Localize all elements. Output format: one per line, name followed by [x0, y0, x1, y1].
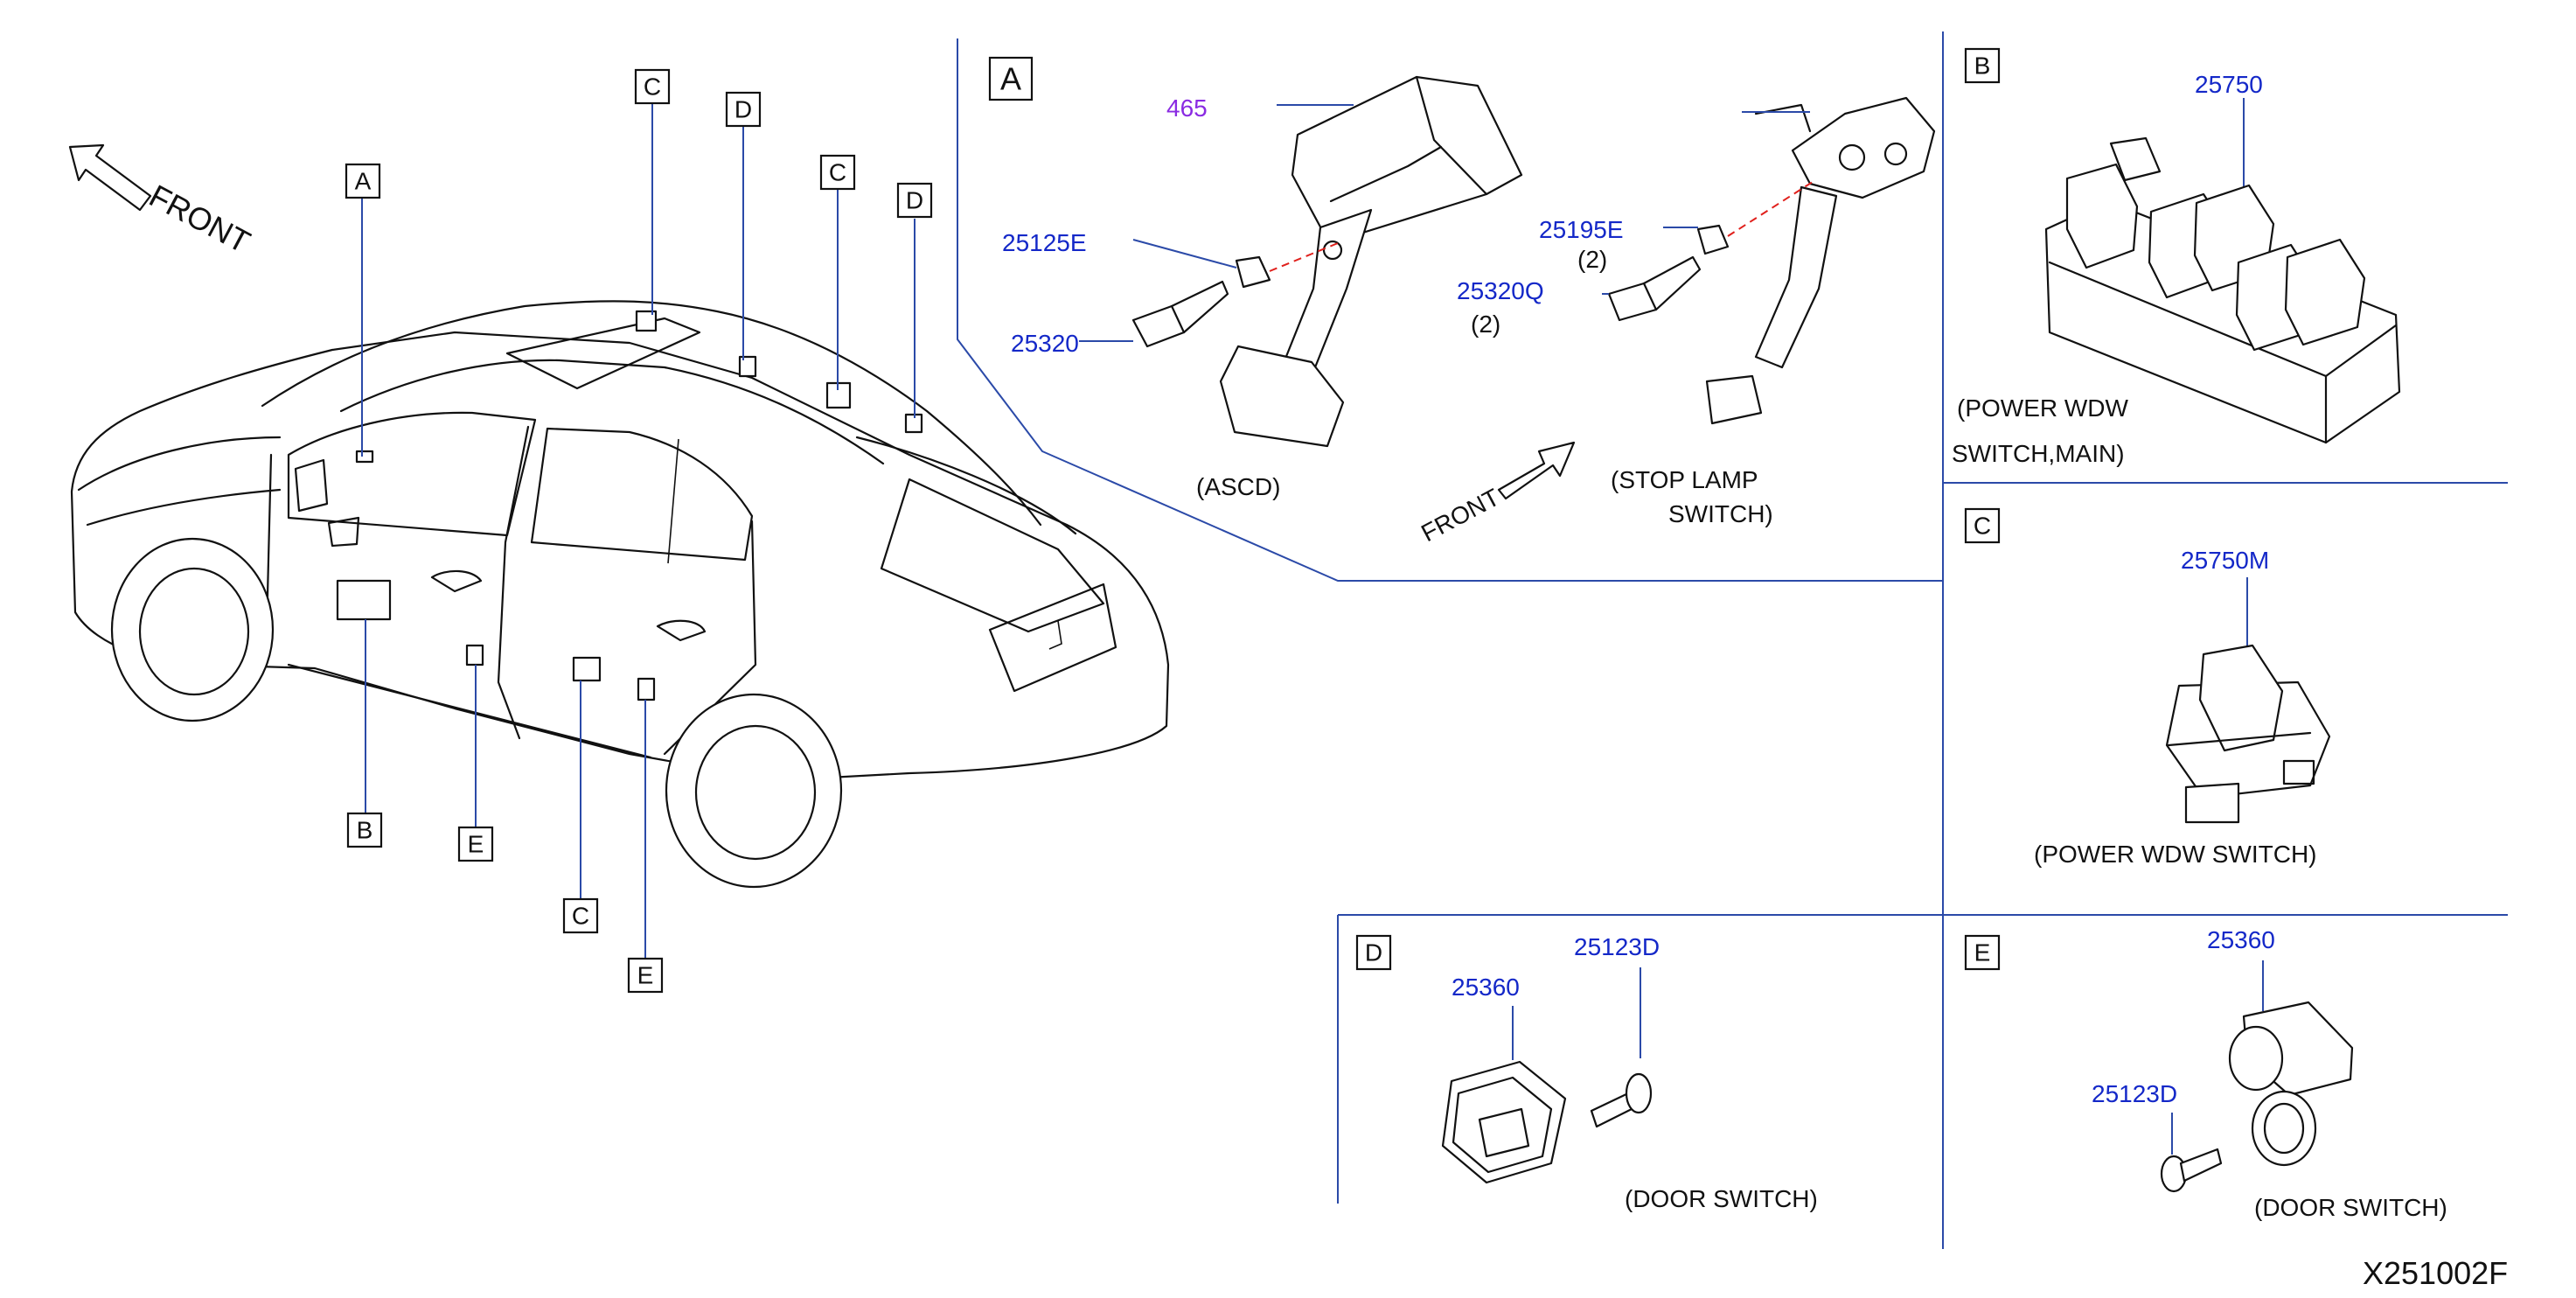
- section-a-label: A: [1000, 61, 1021, 97]
- callout-a: A: [355, 168, 372, 195]
- part-25195e: 25195E: [1539, 216, 1624, 243]
- front-label: FRONT: [143, 178, 256, 260]
- callout-e-1: E: [468, 831, 484, 858]
- callout-a-box: [345, 163, 381, 199]
- caption-c: (POWER WDW SWITCH): [2034, 841, 2317, 868]
- caption-ascd: (ASCD): [1196, 473, 1280, 500]
- bolt-e: [2160, 1148, 2223, 1193]
- part-25750: 25750: [2195, 71, 2263, 98]
- part-25320: 25320: [1011, 330, 1079, 357]
- part-25360-d: 25360: [1452, 974, 1520, 1001]
- section-c-label: C: [1974, 513, 1991, 540]
- part-25320q: 25320Q: [1457, 277, 1544, 304]
- callout-c-2: C: [829, 159, 846, 186]
- overview-callouts: A B C C C D D E E: [345, 68, 933, 994]
- callout-c-box-2: [819, 154, 856, 191]
- section-a-front-arrow: FRONT: [1417, 441, 1576, 548]
- bolt-d: [1590, 1072, 1653, 1128]
- door-switch-e: [2228, 1001, 2354, 1167]
- callout-c-3: C: [572, 903, 589, 930]
- front-arrow: FRONT: [68, 143, 256, 260]
- callout-b-box: [346, 812, 383, 848]
- power-window-main-switch: [2044, 136, 2401, 444]
- section-d-label-box: [1355, 934, 1392, 971]
- stop-lamp-switch: [1607, 179, 1816, 322]
- caption-b-1: (POWER WDW: [1957, 394, 2129, 422]
- section-d: D 25123D 25360 (DOOR SWITCH): [1355, 933, 1818, 1212]
- callout-d-1: D: [735, 96, 752, 123]
- part-25123d-d: 25123D: [1574, 933, 1660, 960]
- callout-e-box-2: [627, 957, 664, 994]
- part-25123d-e: 25123D: [2092, 1080, 2177, 1107]
- section-b-label-box: [1964, 47, 2001, 84]
- callout-d-2: D: [906, 187, 923, 214]
- part-25125e: 25125E: [1002, 229, 1087, 256]
- section-a-front-label: FRONT: [1417, 484, 1504, 548]
- ascd-switch: [1131, 242, 1339, 348]
- drawing-code: X251002F: [2363, 1255, 2508, 1291]
- stop-lamp-pedal-assembly: [1705, 96, 1936, 425]
- callout-e-2: E: [637, 962, 654, 989]
- section-e-label: E: [1974, 939, 1991, 967]
- callout-d-box-2: [896, 182, 933, 219]
- caption-d: (DOOR SWITCH): [1625, 1185, 1818, 1212]
- section-e-label-box: [1964, 934, 2001, 971]
- callout-d-box-1: [725, 91, 762, 128]
- section-dividers: [957, 31, 2508, 1249]
- section-c-label-box: [1964, 507, 2001, 544]
- ascd-pedal-assembly: [1219, 75, 1523, 448]
- section-a: A 465 25125E 25320 (ASCD): [988, 56, 1936, 548]
- caption-stop-lamp-1: (STOP LAMP: [1611, 466, 1758, 493]
- part-25195e-qty: (2): [1577, 246, 1607, 273]
- callout-c-box-1: [634, 68, 671, 105]
- caption-b-2: SWITCH,MAIN): [1952, 440, 2125, 467]
- part-25750m: 25750M: [2181, 547, 2269, 574]
- section-a-label-box: [988, 56, 1034, 101]
- part-25360-e: 25360: [2207, 926, 2275, 953]
- section-b-label: B: [1974, 52, 1991, 80]
- section-c: C 25750M (POWER WDW SWITCH): [1964, 507, 2331, 868]
- caption-stop-lamp-2: SWITCH): [1668, 500, 1773, 527]
- part-25320q-qty: (2): [1471, 311, 1500, 338]
- door-switch-d: [1441, 1060, 1567, 1184]
- callout-c-1: C: [644, 73, 661, 101]
- caption-e: (DOOR SWITCH): [2254, 1194, 2447, 1221]
- car-illustration: [70, 300, 1170, 889]
- callout-e-box-1: [457, 826, 494, 862]
- section-d-label: D: [1365, 939, 1382, 967]
- section-b: B 25750 (POWER WDW SWITCH,MAIN): [1952, 47, 2401, 467]
- section-e: E 25360 25123D (DOOR SWITCH): [1964, 926, 2447, 1221]
- power-window-switch: [2165, 644, 2331, 824]
- part-465: 465: [1166, 94, 1208, 122]
- callout-b: B: [357, 817, 373, 844]
- callout-c-box-3: [562, 897, 599, 934]
